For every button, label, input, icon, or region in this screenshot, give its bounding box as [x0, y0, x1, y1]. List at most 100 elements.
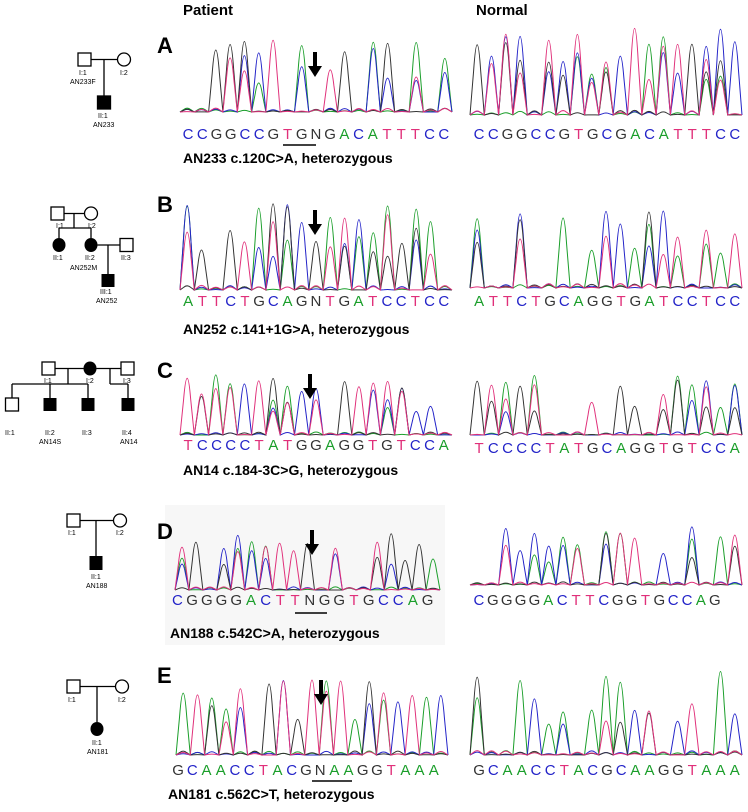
base-letter: T: [585, 592, 595, 609]
base-letter: T: [410, 293, 420, 310]
patient-panel-background: [165, 505, 445, 645]
base-letter: A: [695, 592, 706, 609]
base-letter: C: [487, 440, 499, 457]
base-letter: C: [353, 126, 364, 143]
base-letter: C: [225, 437, 237, 454]
base-letter: A: [329, 762, 340, 779]
base-letter: T: [616, 293, 626, 310]
base-letter: C: [530, 762, 542, 779]
base-letter: T: [240, 293, 250, 310]
base-letter: C: [686, 293, 698, 310]
variant-caption: AN252 c.141+1G>A, heterozygous: [183, 321, 410, 337]
base-letter: C: [587, 762, 599, 779]
base-letter: T: [275, 592, 285, 609]
ped-label: II:2: [85, 255, 95, 262]
base-letter: G: [586, 440, 599, 457]
ped-label: III:1: [100, 289, 112, 296]
base-letter: G: [611, 592, 624, 609]
base-letter: G: [625, 592, 638, 609]
base-letter: C: [715, 440, 726, 457]
base-letter: A: [353, 293, 364, 310]
base-letter: C: [211, 437, 222, 454]
base-letter: G: [253, 293, 265, 310]
ped-label: I:2: [116, 530, 124, 537]
trace-line: [469, 703, 743, 756]
ped-label: II:3: [82, 430, 92, 437]
base-letter: G: [501, 126, 514, 143]
base-letter: C: [229, 762, 241, 779]
base-letter: A: [183, 293, 194, 310]
base-letter: G: [528, 592, 541, 609]
base-letter: A: [407, 592, 418, 609]
pedigree-female-affected: [90, 722, 104, 736]
ped-id-label: AN14: [120, 439, 138, 446]
base-letter: G: [615, 126, 627, 143]
base-letter: C: [196, 437, 208, 454]
normal-trace-d: [469, 526, 743, 586]
patient-trace-a: [179, 40, 453, 113]
base-letter: G: [629, 293, 642, 310]
patient-trace-e: [175, 679, 449, 756]
patient-trace-d: [174, 533, 441, 591]
normal-trace-c: [469, 375, 743, 436]
base-letter: T: [659, 440, 669, 457]
base-letter: N: [304, 592, 316, 609]
base-letter: G: [318, 592, 331, 609]
base-letter: C: [601, 126, 613, 143]
ped-id-label: AN252: [96, 298, 118, 305]
mutation-arrow: [303, 374, 317, 399]
base-letter: T: [254, 437, 264, 454]
base-letter: C: [556, 592, 568, 609]
base-letter: C: [186, 762, 198, 779]
base-letter: T: [531, 293, 541, 310]
base-letter: G: [295, 293, 308, 310]
base-letter: A: [343, 762, 354, 779]
base-letter: G: [172, 762, 184, 779]
trace-line: [175, 680, 449, 756]
base-letter: C: [392, 592, 404, 609]
pedigree-e: [66, 679, 130, 736]
ped-id-label: AN252M: [70, 265, 98, 272]
normal-trace-e: [469, 671, 743, 756]
base-letter: C: [243, 762, 255, 779]
normal-trace-b: [469, 210, 743, 289]
base-letter: T: [382, 126, 392, 143]
base-letter: T: [640, 592, 651, 609]
trace-line: [469, 671, 743, 756]
base-letter: G: [210, 126, 223, 143]
base-letter: A: [516, 762, 527, 779]
variant-underline: [283, 144, 316, 146]
trace-line: [469, 36, 743, 116]
base-letter: G: [324, 126, 336, 143]
base-letter: G: [421, 592, 434, 609]
base-letter: A: [630, 762, 641, 779]
base-letter: A: [502, 762, 513, 779]
trace-line: [175, 680, 449, 756]
base-letter: G: [295, 437, 308, 454]
base-letter: T: [701, 293, 711, 310]
base-letter: C: [267, 293, 279, 310]
base-letter: G: [356, 762, 369, 779]
base-letter: T: [258, 762, 268, 779]
base-letter: C: [681, 592, 693, 609]
mutation-arrow: [308, 210, 322, 235]
base-letter: G: [601, 293, 613, 310]
patient-header: Patient: [183, 2, 234, 19]
base-letter: G: [653, 592, 666, 609]
trace-line: [469, 384, 743, 436]
trace-line: [179, 377, 453, 436]
base-letter: A: [414, 762, 425, 779]
pedigree-female-affected: [83, 361, 97, 376]
base-letter: C: [615, 762, 627, 779]
ped-label: I:3: [123, 378, 131, 385]
base-letter: C: [253, 126, 265, 143]
trace-line: [469, 229, 743, 289]
panel-label: A: [157, 33, 173, 58]
base-letter: C: [424, 126, 435, 143]
trace-line: [175, 681, 449, 756]
base-letter: C: [438, 293, 450, 310]
